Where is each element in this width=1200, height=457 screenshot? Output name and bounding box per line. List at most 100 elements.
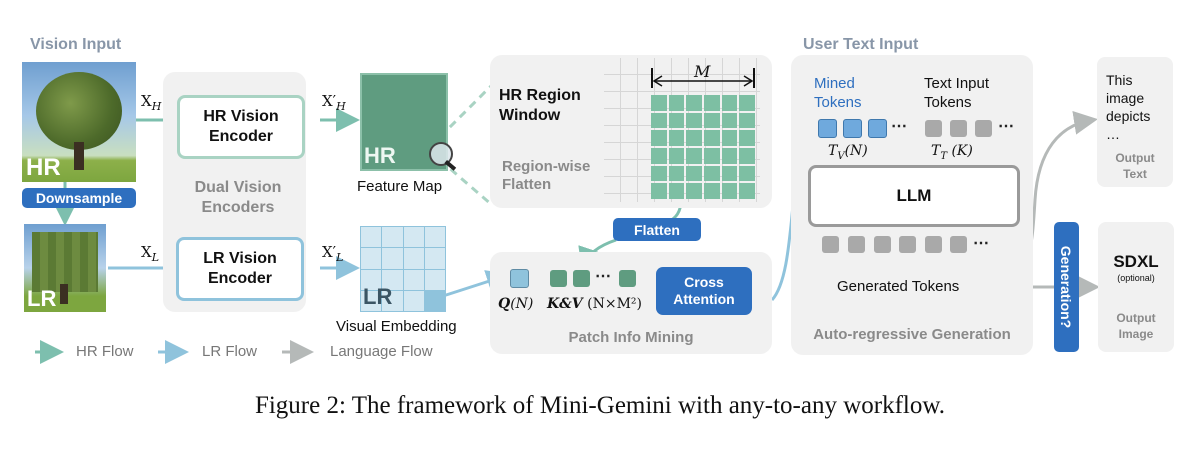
- generated-token: [899, 236, 916, 253]
- region-cell: [668, 95, 685, 111]
- region-cell: [686, 183, 702, 199]
- embedding-cell: [403, 290, 424, 311]
- text-tokens-label-1: Text Input: [924, 75, 990, 92]
- hr-region-window-title: HR Region Window: [499, 86, 581, 126]
- feature-map-cell: [426, 75, 446, 97]
- region-wise-flatten-label: Region-wise Flatten: [502, 158, 590, 194]
- query-token: [510, 269, 529, 288]
- embedding-cell: [382, 227, 403, 248]
- region-cell: [704, 165, 720, 182]
- embedding-cell: [424, 227, 445, 248]
- hr-region-grid: [651, 95, 755, 199]
- embedding-cell: [424, 290, 445, 311]
- feature-map-cell: [362, 123, 382, 145]
- dual-encoders-title: Dual Vision Encoders: [163, 178, 313, 218]
- output-text-content: This image depicts …: [1106, 71, 1150, 143]
- hr-encoder-label-2: Encoder: [208, 128, 273, 145]
- feature-map-cell: [426, 123, 446, 145]
- embedding-cell: [424, 269, 445, 290]
- zoom-projection-top: [438, 83, 494, 139]
- hr-image-label: HR: [26, 154, 61, 181]
- feature-map-cell: [383, 123, 403, 145]
- text-tokens-ellipsis: ⋯: [998, 118, 1015, 135]
- output-image-title-2: Image: [1118, 327, 1154, 341]
- region-cell: [651, 165, 667, 182]
- region-cell: [721, 165, 738, 182]
- region-cell: [739, 183, 755, 199]
- region-cell: [721, 112, 738, 129]
- region-cell: [739, 130, 755, 146]
- region-cell: [721, 148, 738, 164]
- text-input-tokens-label: Text Input Tokens: [924, 74, 989, 112]
- generated-tokens-label: Generated Tokens: [837, 278, 960, 295]
- x-l-prime-label: X′L: [322, 243, 343, 264]
- output-image-title: Output Image: [1098, 310, 1174, 342]
- generated-token: [925, 236, 942, 253]
- m-dimension-label: M: [694, 62, 711, 81]
- text-token: [925, 120, 942, 137]
- embedding-cell: [403, 248, 424, 269]
- dual-encoders-title-2: Encoders: [201, 199, 275, 216]
- generation-switch: Generation?: [1054, 222, 1079, 352]
- feature-map-cell: [362, 99, 382, 121]
- region-cell: [651, 183, 667, 199]
- region-cell: [651, 130, 667, 146]
- generated-tokens-ellipsis: ⋯: [973, 235, 990, 252]
- region-cell: [686, 112, 702, 129]
- output-text-title-1: Output: [1115, 151, 1155, 165]
- region-cell: [651, 148, 667, 164]
- text-tokens-label-2: Tokens: [924, 94, 972, 111]
- tree-trunk: [74, 142, 84, 170]
- x-h-subscript: H: [151, 100, 162, 113]
- query-label: Q(N): [498, 296, 533, 312]
- output-text-line-1: This: [1106, 72, 1133, 88]
- output-text-title-2: Text: [1123, 167, 1147, 181]
- patch-info-mining-title: Patch Info Mining: [568, 329, 694, 346]
- feature-map-cell: [362, 147, 382, 169]
- query-arg: (N): [510, 296, 534, 312]
- lr-visual-embedding-grid: [360, 226, 446, 312]
- query-symbol: Q: [498, 296, 511, 312]
- feature-map-cell: [383, 75, 403, 97]
- feature-map-cell: [405, 75, 425, 97]
- embedding-cell: [382, 248, 403, 269]
- tree-trunk: [60, 284, 68, 304]
- embedding-cell: [361, 290, 382, 311]
- region-cell: [651, 112, 667, 129]
- mined-tokens-ellipsis: ⋯: [891, 118, 908, 135]
- embedding-cell: [361, 227, 382, 248]
- region-cell: [739, 165, 755, 182]
- feature-map-cell: [405, 123, 425, 145]
- figure-caption: Figure 2: The framework of Mini-Gemini w…: [254, 392, 946, 419]
- tt-label: TT (K): [931, 143, 973, 162]
- region-cell: [668, 130, 685, 146]
- user-text-input-title: User Text Input: [803, 36, 919, 53]
- mined-token: [843, 119, 862, 138]
- kv-ellipsis: ⋯: [595, 268, 612, 285]
- lr-input-image: LR: [24, 224, 106, 312]
- llm-block: LLM: [808, 165, 1020, 227]
- tv-subscript: V: [837, 150, 845, 162]
- embedding-cell: [403, 269, 424, 290]
- region-cell: [739, 95, 755, 111]
- kv-arg: (N×M²): [587, 296, 642, 312]
- region-cell: [704, 183, 720, 199]
- output-text-panel: [1097, 57, 1173, 187]
- flatten-badge: Flatten: [613, 218, 701, 241]
- region-cell: [651, 95, 667, 111]
- generated-token: [874, 236, 891, 253]
- region-cell: [721, 183, 738, 199]
- output-image-title-1: Output: [1116, 311, 1156, 325]
- region-cell: [668, 165, 685, 182]
- visual-embedding-lr-overlay: LR: [363, 284, 393, 309]
- embedding-cell: [382, 269, 403, 290]
- mined-tokens-label-1: Mined: [814, 75, 855, 92]
- legend-hr-flow: HR Flow: [76, 343, 134, 360]
- embedding-cell: [361, 248, 382, 269]
- vision-input-title: Vision Input: [30, 36, 122, 53]
- downsample-badge: Downsample: [22, 188, 136, 208]
- region-cell: [668, 112, 685, 129]
